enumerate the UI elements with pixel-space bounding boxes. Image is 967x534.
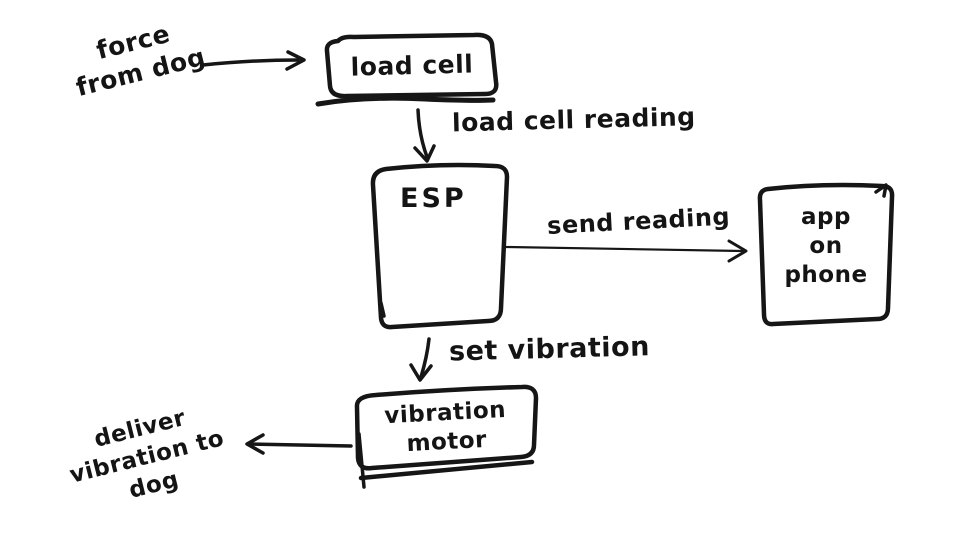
arrow-vibration-motor-to-dog <box>245 433 353 455</box>
node-label-app-on-phone: app on phone <box>784 204 868 288</box>
app-on-phone-box <box>757 182 895 327</box>
node-label-esp: ESP <box>400 183 467 214</box>
arrow-esp-to-app <box>504 239 748 263</box>
node-label-vibration-motor: vibration motor <box>383 396 507 457</box>
arrow-esp-to-vibration-motor <box>409 337 433 382</box>
arrow-force-to-load-cell <box>201 50 306 71</box>
esp-box <box>370 162 510 330</box>
edge-label-set-vibration: set vibration <box>448 331 651 368</box>
arrow-load-cell-to-esp <box>413 108 436 163</box>
vibration-motor-box <box>354 384 539 489</box>
load-cell-box <box>315 32 499 107</box>
node-label-load-cell: load cell <box>350 49 474 82</box>
